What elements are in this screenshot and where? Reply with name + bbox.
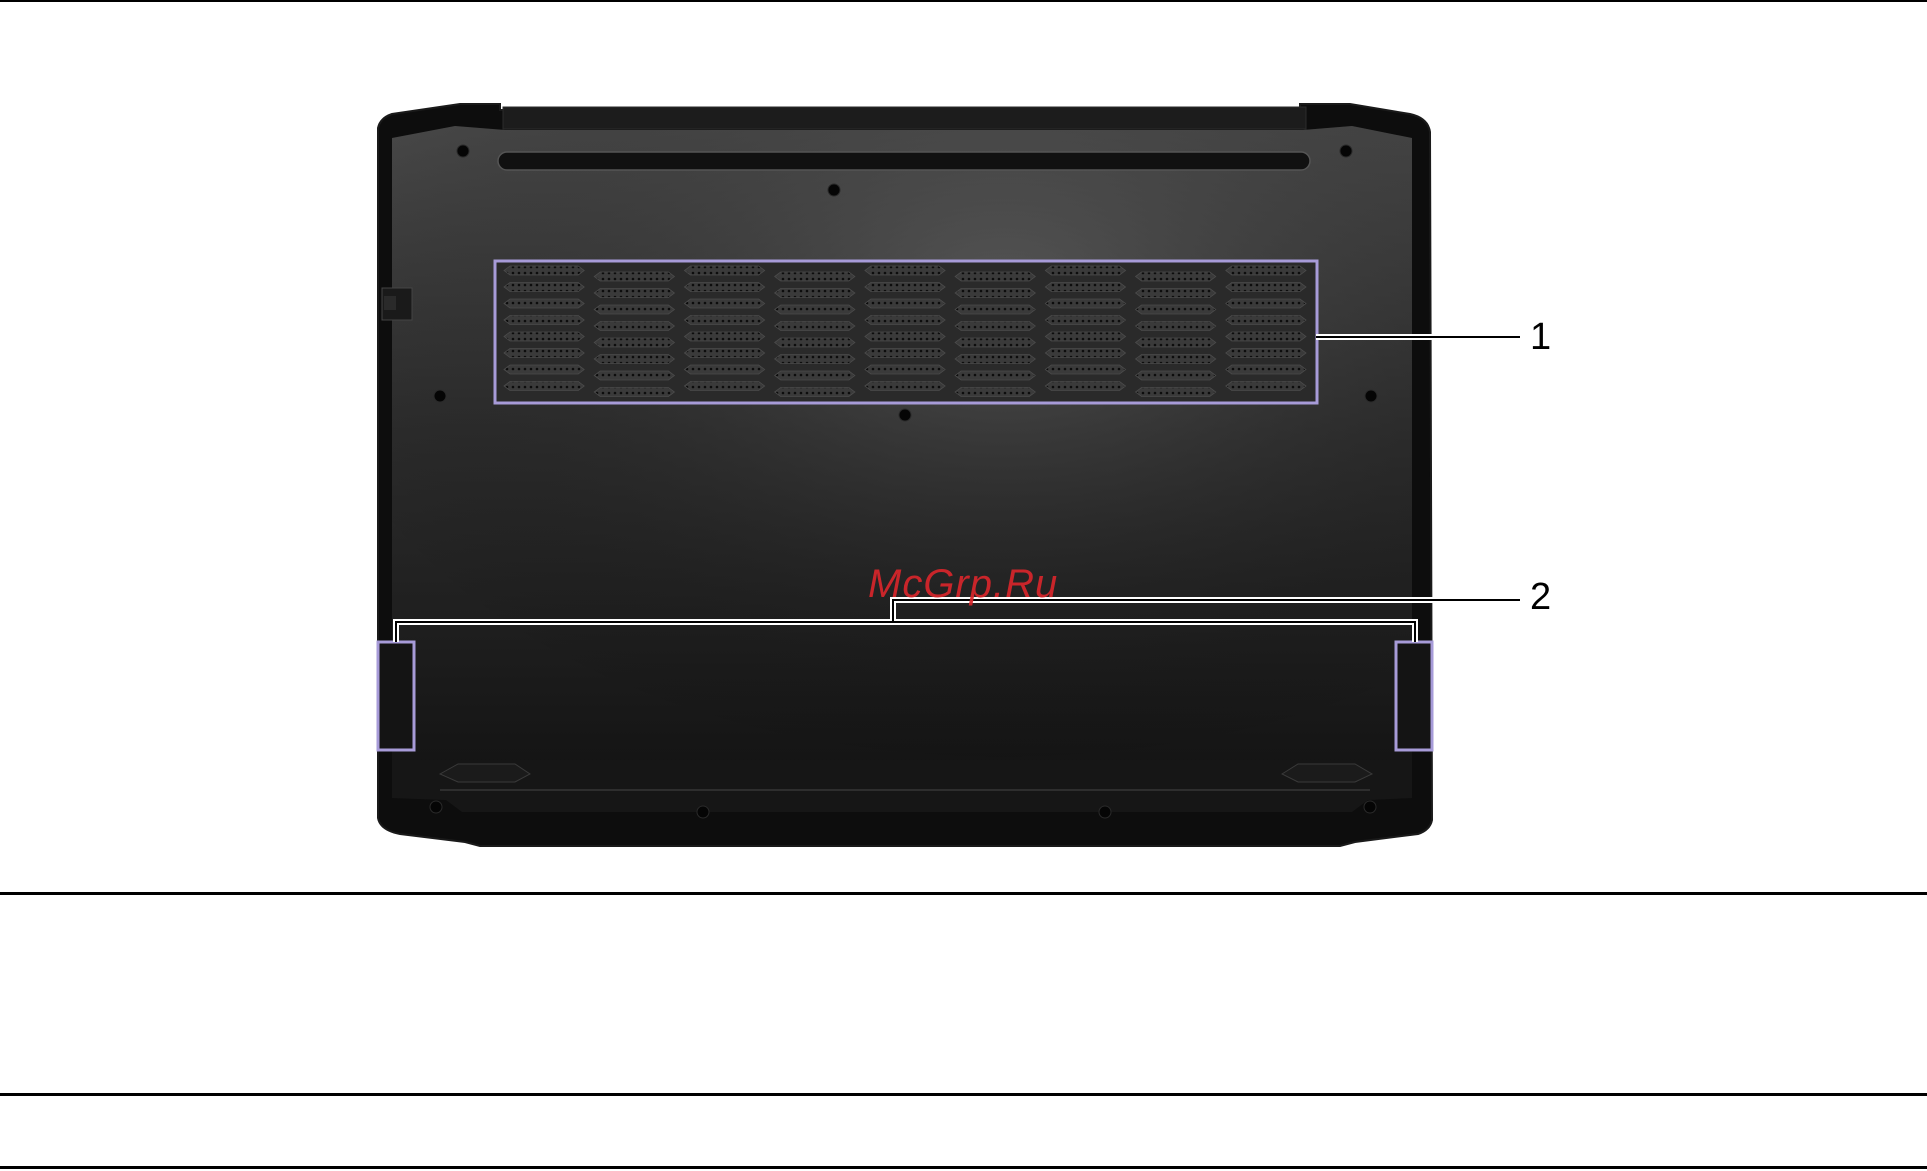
vent-slot bbox=[504, 382, 584, 391]
vent-slot bbox=[504, 299, 584, 308]
vent-slot bbox=[865, 266, 945, 275]
vent-slot bbox=[1136, 338, 1216, 347]
table-rule-bottom bbox=[0, 1166, 1927, 1169]
rubber-foot-left bbox=[440, 764, 530, 782]
vent-slot bbox=[504, 349, 584, 358]
vent-slot bbox=[775, 289, 855, 298]
vent-slot bbox=[1226, 382, 1306, 391]
vent-slot bbox=[1136, 289, 1216, 298]
vent-slot bbox=[955, 305, 1035, 314]
vent-slot bbox=[1045, 332, 1125, 341]
vent-slot bbox=[594, 371, 674, 380]
callout-number-1: 1 bbox=[1530, 318, 1551, 356]
vent-slot bbox=[955, 289, 1035, 298]
vent-slot bbox=[1136, 305, 1216, 314]
vent-slot bbox=[1226, 349, 1306, 358]
vent-slot bbox=[594, 338, 674, 347]
vent-slot bbox=[865, 316, 945, 325]
speaker-right bbox=[1396, 642, 1432, 750]
vent-slot bbox=[955, 388, 1035, 397]
vent-slot bbox=[1136, 355, 1216, 364]
vent-slot bbox=[1226, 316, 1306, 325]
vent-slot bbox=[1226, 283, 1306, 292]
rubber-foot-right bbox=[1282, 764, 1372, 782]
vent-slot bbox=[504, 316, 584, 325]
speaker-left bbox=[378, 642, 414, 750]
vent-slot bbox=[684, 349, 764, 358]
vent-slot bbox=[594, 289, 674, 298]
table-rule-middle bbox=[0, 1093, 1927, 1096]
vent-slot bbox=[955, 272, 1035, 281]
vent-slot bbox=[865, 283, 945, 292]
vent-slot bbox=[1226, 365, 1306, 374]
rear-slot bbox=[498, 152, 1310, 170]
vent-slot bbox=[684, 266, 764, 275]
vent-slot bbox=[1136, 322, 1216, 331]
laptop-illustration bbox=[0, 0, 1927, 880]
vent-slot bbox=[1045, 283, 1125, 292]
vent-slot bbox=[1045, 316, 1125, 325]
vent-slot bbox=[955, 355, 1035, 364]
vent-slot bbox=[955, 338, 1035, 347]
vent-slot bbox=[684, 382, 764, 391]
vent-slot bbox=[1226, 299, 1306, 308]
vent-slot bbox=[504, 365, 584, 374]
vent-slot bbox=[1136, 272, 1216, 281]
vent-slot bbox=[865, 332, 945, 341]
vent-slot bbox=[775, 338, 855, 347]
vent-slot bbox=[1136, 371, 1216, 380]
vent-slot bbox=[504, 283, 584, 292]
vent-slot bbox=[684, 332, 764, 341]
vent-slot bbox=[684, 316, 764, 325]
vent-slot bbox=[594, 388, 674, 397]
vent-slot bbox=[1045, 349, 1125, 358]
vent-slot bbox=[594, 322, 674, 331]
watermark: McGrp.Ru bbox=[868, 562, 1058, 607]
vent-slot bbox=[594, 272, 674, 281]
vent-slot bbox=[865, 365, 945, 374]
hinge-bar bbox=[503, 107, 1306, 129]
vent-slot bbox=[504, 266, 584, 275]
table-rule-top bbox=[0, 892, 1927, 895]
vent-slot bbox=[1136, 388, 1216, 397]
vent-slot bbox=[775, 322, 855, 331]
vent-slot bbox=[955, 371, 1035, 380]
vent-slot bbox=[775, 305, 855, 314]
laptop-bottom-figure: 1 2 McGrp.Ru bbox=[0, 0, 1927, 880]
vent-slot bbox=[775, 388, 855, 397]
vent-slot bbox=[594, 305, 674, 314]
vent-slot bbox=[684, 299, 764, 308]
vent-slot bbox=[1045, 365, 1125, 374]
vent-slot bbox=[504, 332, 584, 341]
vent-slot bbox=[1045, 266, 1125, 275]
vent-slot bbox=[955, 322, 1035, 331]
vent-slot bbox=[684, 283, 764, 292]
vent-slot bbox=[1226, 266, 1306, 275]
vent-slot bbox=[775, 371, 855, 380]
vent-slot bbox=[684, 365, 764, 374]
vent-slot bbox=[865, 382, 945, 391]
vent-slot bbox=[865, 299, 945, 308]
vent-slot bbox=[775, 355, 855, 364]
vent-slot bbox=[865, 349, 945, 358]
ventilation-slots bbox=[495, 261, 1317, 403]
vent-slot bbox=[594, 355, 674, 364]
vent-slot bbox=[775, 272, 855, 281]
vent-slot bbox=[1226, 332, 1306, 341]
callout-number-2: 2 bbox=[1530, 578, 1551, 616]
vent-slot bbox=[1045, 382, 1125, 391]
vent-slot bbox=[1045, 299, 1125, 308]
